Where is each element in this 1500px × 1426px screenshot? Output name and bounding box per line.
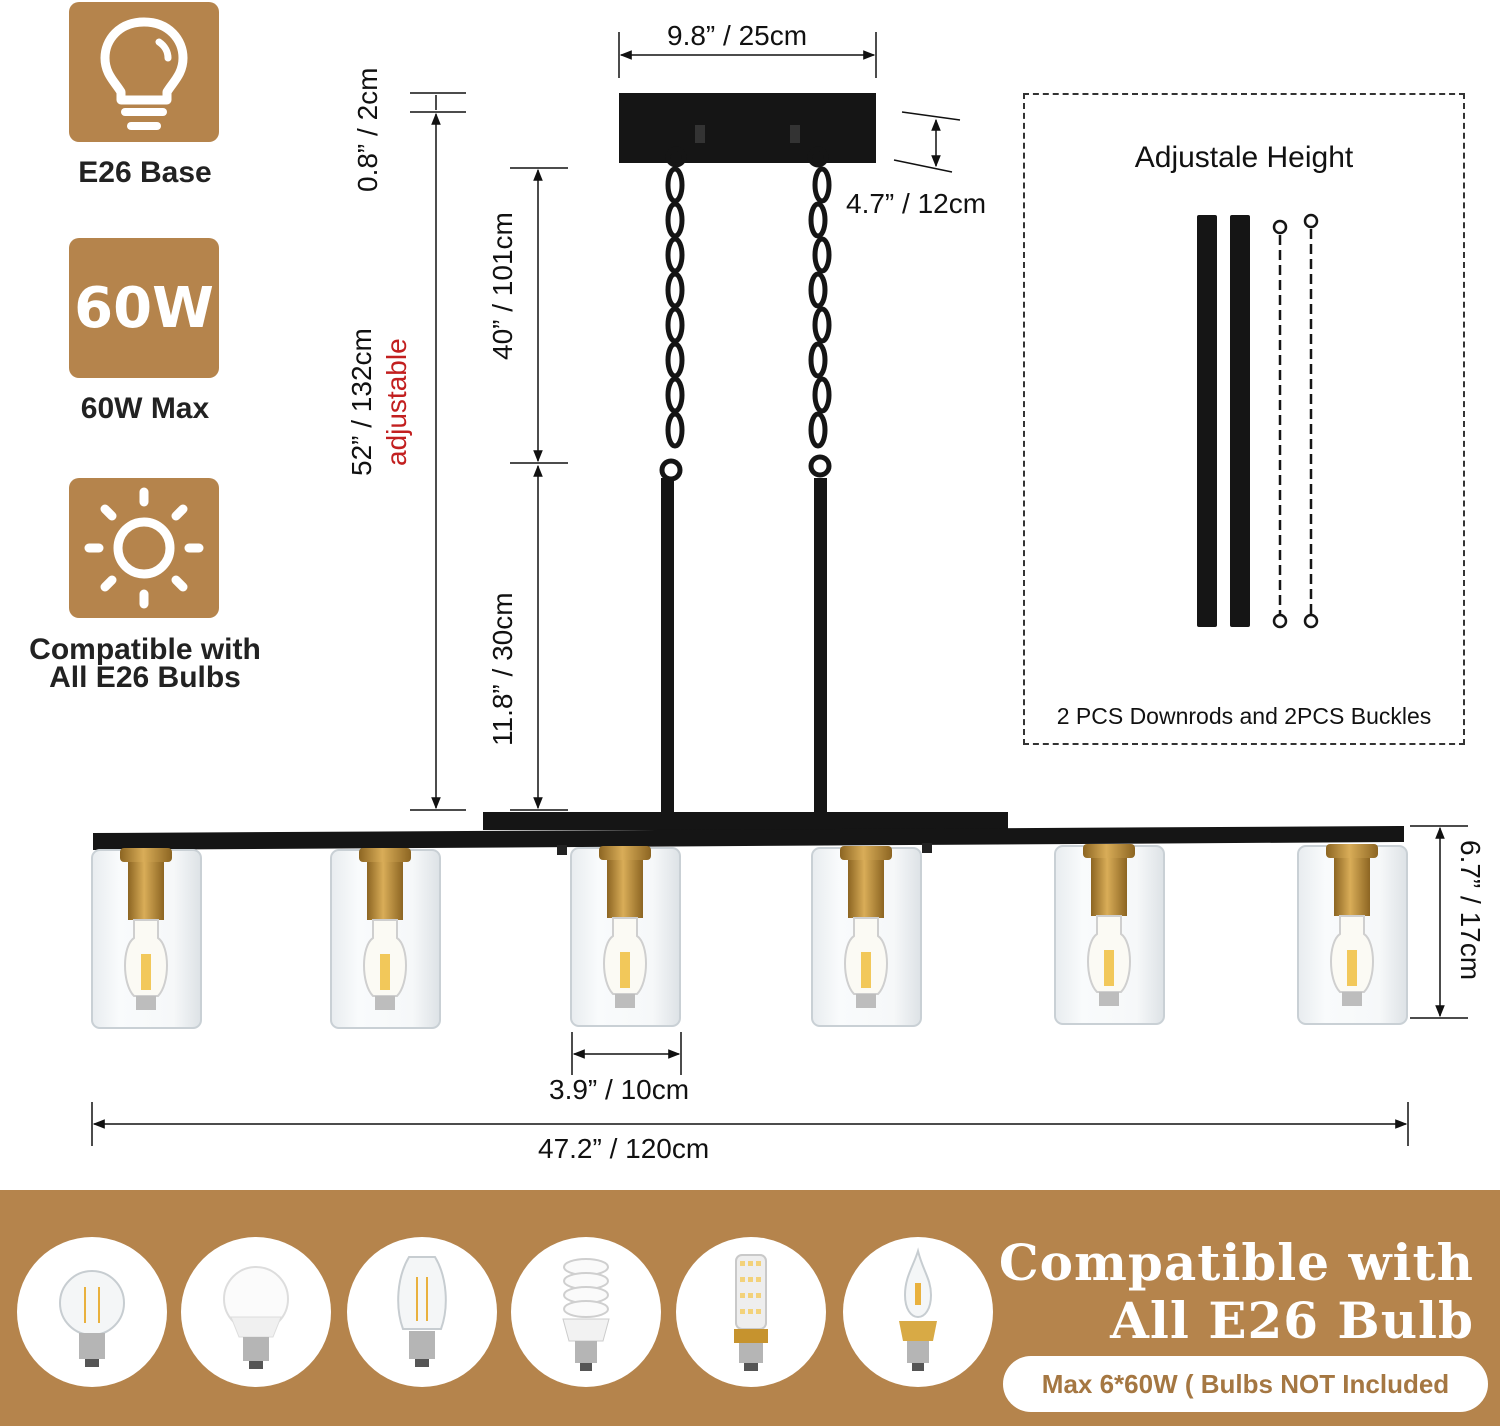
lightbulb-icon: [100, 17, 188, 130]
dim-total-height-note: adjustable: [381, 338, 412, 466]
bulb-circle-6: [843, 1237, 993, 1387]
spiral-cfl-bulb-icon: [562, 1258, 610, 1371]
downrod-left: [661, 478, 674, 814]
compatible-title: Compatible with All E26 Bulb: [999, 1234, 1474, 1350]
feature-box-compatible: [69, 478, 219, 618]
adjustable-height-note: 2 PCS Downrods and 2PCS Buckles: [1056, 703, 1432, 729]
candle-flame-bulb-icon: [899, 1247, 937, 1371]
bulb-circle-5: [676, 1237, 826, 1387]
adjustable-height-title: Adjustale Height: [1134, 141, 1354, 174]
dim-canopy-width: 9.8” / 25cm: [667, 20, 808, 51]
feature-label-line2: All E26 Bulbs: [49, 661, 241, 694]
max-wattage-note: Max 6*60W ( Bulbs NOT Included: [1003, 1356, 1488, 1412]
feature-label-e26-base: E26 Base: [78, 156, 212, 189]
dim-chain-length: 40” / 101cm: [487, 212, 518, 360]
feature-box-60w: 60W: [69, 238, 219, 378]
main-bar: [93, 826, 1404, 850]
downrods-and-buckles-illustration: [1197, 213, 1319, 629]
bulb-circle-3: [347, 1237, 497, 1387]
bulb-circle-1: [17, 1237, 167, 1387]
a19-led-bulb-icon: [223, 1266, 289, 1369]
downrod-right: [814, 478, 827, 814]
dim-canopy-height: 4.7” / 12cm: [846, 188, 987, 219]
dim-shade-width: 3.9” / 10cm: [549, 1074, 690, 1105]
feature-label-line1: Compatible with: [29, 633, 261, 666]
fixture-drawing: [91, 32, 1468, 1146]
compatible-title-line2: All E26 Bulb: [1110, 1291, 1474, 1350]
feature-label-60w-max: 60W Max: [80, 392, 210, 425]
sun-icon: [84, 487, 204, 609]
dim-total-length: 47.2” / 120cm: [538, 1133, 710, 1164]
corn-led-bulb-icon: [734, 1254, 768, 1371]
60w-badge: 60W: [74, 276, 214, 341]
feature-box-e26-base: [69, 2, 219, 142]
dim-rod-length: 11.8” / 30cm: [487, 592, 518, 746]
shades: [91, 844, 1408, 1029]
adjustable-height-panel: Adjustale Height 2 PCS Downrods and 2PCS…: [1023, 93, 1465, 745]
canopy: [619, 93, 876, 163]
dim-shade-height: 6.7” / 17cm: [1455, 840, 1486, 981]
dim-canopy-thickness: 0.8” / 2cm: [352, 67, 383, 192]
dim-total-height: 52” / 132cm: [346, 328, 377, 476]
compatible-title-line1: Compatible with: [998, 1233, 1474, 1292]
top-bar: [483, 812, 1008, 830]
bulb-circle-2: [181, 1237, 331, 1387]
chains: [659, 146, 832, 482]
feature-label-compatible: Compatible with All E26 Bulbs: [0, 633, 290, 694]
st64-filament-bulb-icon: [397, 1256, 447, 1367]
a19-filament-bulb-icon: [59, 1270, 125, 1367]
bulb-circle-4: [511, 1237, 661, 1387]
